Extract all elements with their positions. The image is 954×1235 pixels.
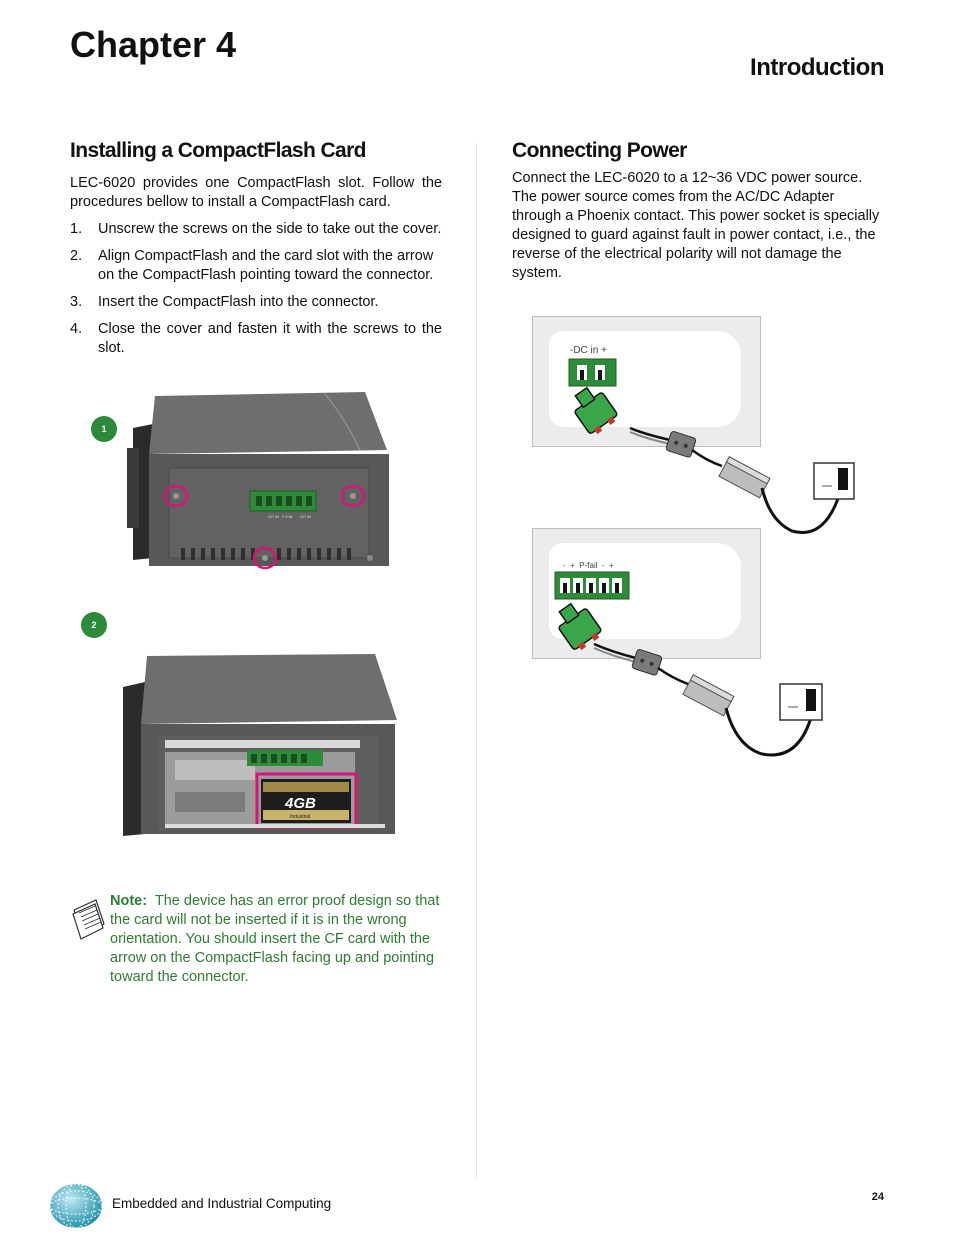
note-text: The device has an error proof design so … <box>110 893 440 985</box>
figure-badge-1: 1 <box>91 416 117 442</box>
cf-intro-paragraph: LEC-6020 provides one CompactFlash slot.… <box>70 175 442 210</box>
note-icon <box>70 896 108 940</box>
footer-tagline: Embedded and Industrial Computing <box>112 1196 332 1211</box>
step-number: 3. <box>70 294 83 310</box>
power-diagram-dc: -DC in + <box>532 316 761 447</box>
page-number: 24 <box>871 1191 884 1203</box>
power-paragraph: Connect the LEC-6020 to a 12~36 VDC powe… <box>512 170 880 281</box>
cf-step: 2. Align CompactFlash and the card slot w… <box>70 247 442 285</box>
figure-badge-2: 2 <box>81 612 107 638</box>
cf-step: 4. Close the cover and fasten it with the… <box>70 320 442 358</box>
svg-text:P-Fail: P-Fail <box>282 514 293 519</box>
column-divider <box>476 143 477 1178</box>
power-section-heading: Connecting Power <box>512 139 687 162</box>
step-text: Align CompactFlash and the card slot wit… <box>98 248 434 283</box>
cf-section-heading: Installing a CompactFlash Card <box>70 139 367 162</box>
dc-in-label: -DC in + <box>570 345 607 356</box>
step-number: 2. <box>70 248 83 264</box>
step-text: Close the cover and fasten it with the s… <box>98 321 442 356</box>
company-logo-globe-icon <box>49 1183 103 1229</box>
device-photo-cf-slot: 4GB Industrial <box>115 652 397 837</box>
cf-steps-list: 1. Unscrew the screws on the side to take… <box>70 220 442 366</box>
step-number: 4. <box>70 321 83 337</box>
step-text: Unscrew the screws on the side to take o… <box>98 221 442 237</box>
chapter-title: Chapter 4 <box>70 24 237 65</box>
step-number: 1. <box>70 221 83 237</box>
note-label: Note: <box>110 893 148 909</box>
cf-card-capacity: 4GB <box>284 795 316 812</box>
power-wiring-illustration <box>554 358 855 757</box>
device-photo-screws: DC IN P-Fail DC IN <box>125 388 395 573</box>
cf-card-sub: Industrial <box>290 814 310 820</box>
note-box: Note: The device has an error proof desi… <box>110 892 442 987</box>
svg-text:DC IN: DC IN <box>268 514 279 519</box>
cf-step: 1. Unscrew the screws on the side to take… <box>70 220 442 239</box>
section-title: Introduction <box>750 54 884 81</box>
cf-step: 3. Insert the CompactFlash into the conne… <box>70 293 442 312</box>
step-text: Insert the CompactFlash into the connect… <box>98 294 379 310</box>
pfail-label: - + P-fail - + <box>563 561 614 570</box>
svg-text:DC IN: DC IN <box>300 514 311 519</box>
